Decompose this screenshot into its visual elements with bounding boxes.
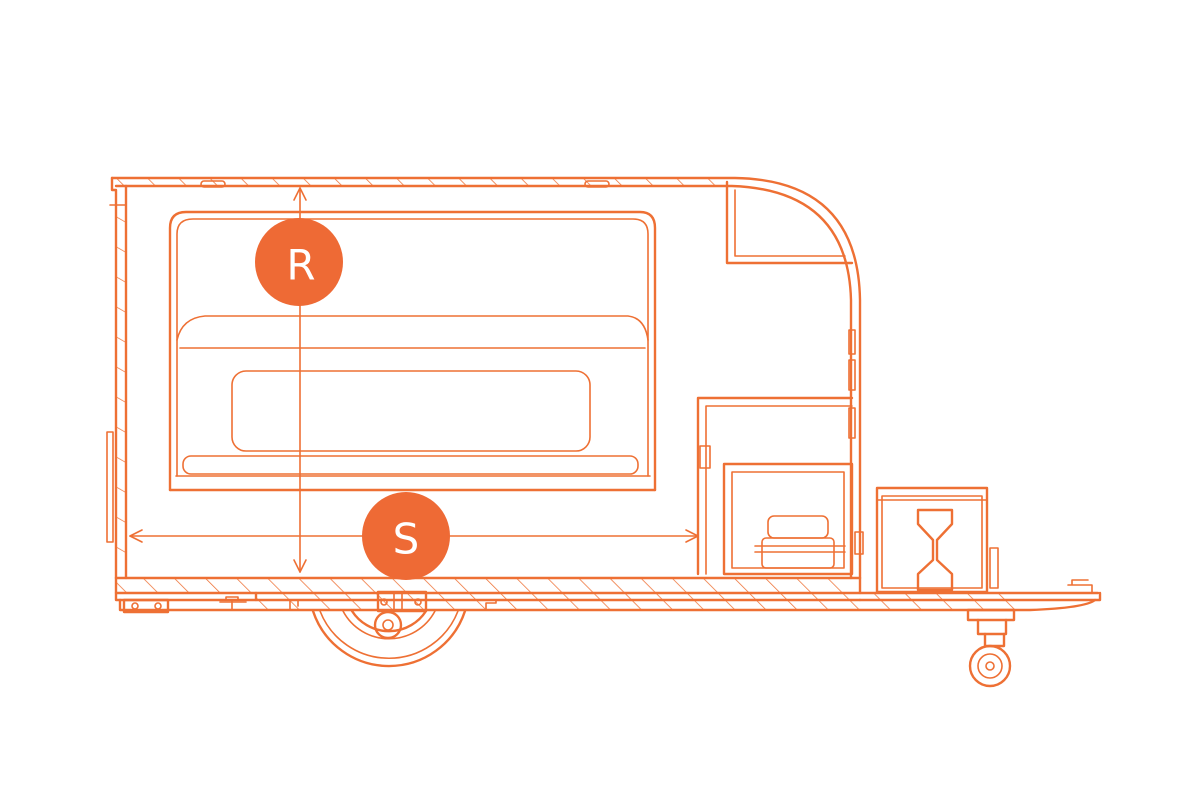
trailer-line-drawing [106, 176, 1102, 688]
jockey-wheel [966, 608, 1016, 688]
marker-r: R [255, 218, 343, 306]
marker-s-label: S [393, 515, 420, 564]
door-opening [168, 210, 657, 492]
wheel [311, 590, 467, 668]
tongue-box [875, 486, 999, 594]
trailer-body-shell [106, 176, 862, 580]
galley-module [696, 396, 864, 576]
marker-r-label: R [286, 241, 315, 290]
front-upper-cabinet [725, 180, 854, 265]
chassis-frame [114, 576, 1102, 614]
marker-s: S [362, 492, 450, 580]
